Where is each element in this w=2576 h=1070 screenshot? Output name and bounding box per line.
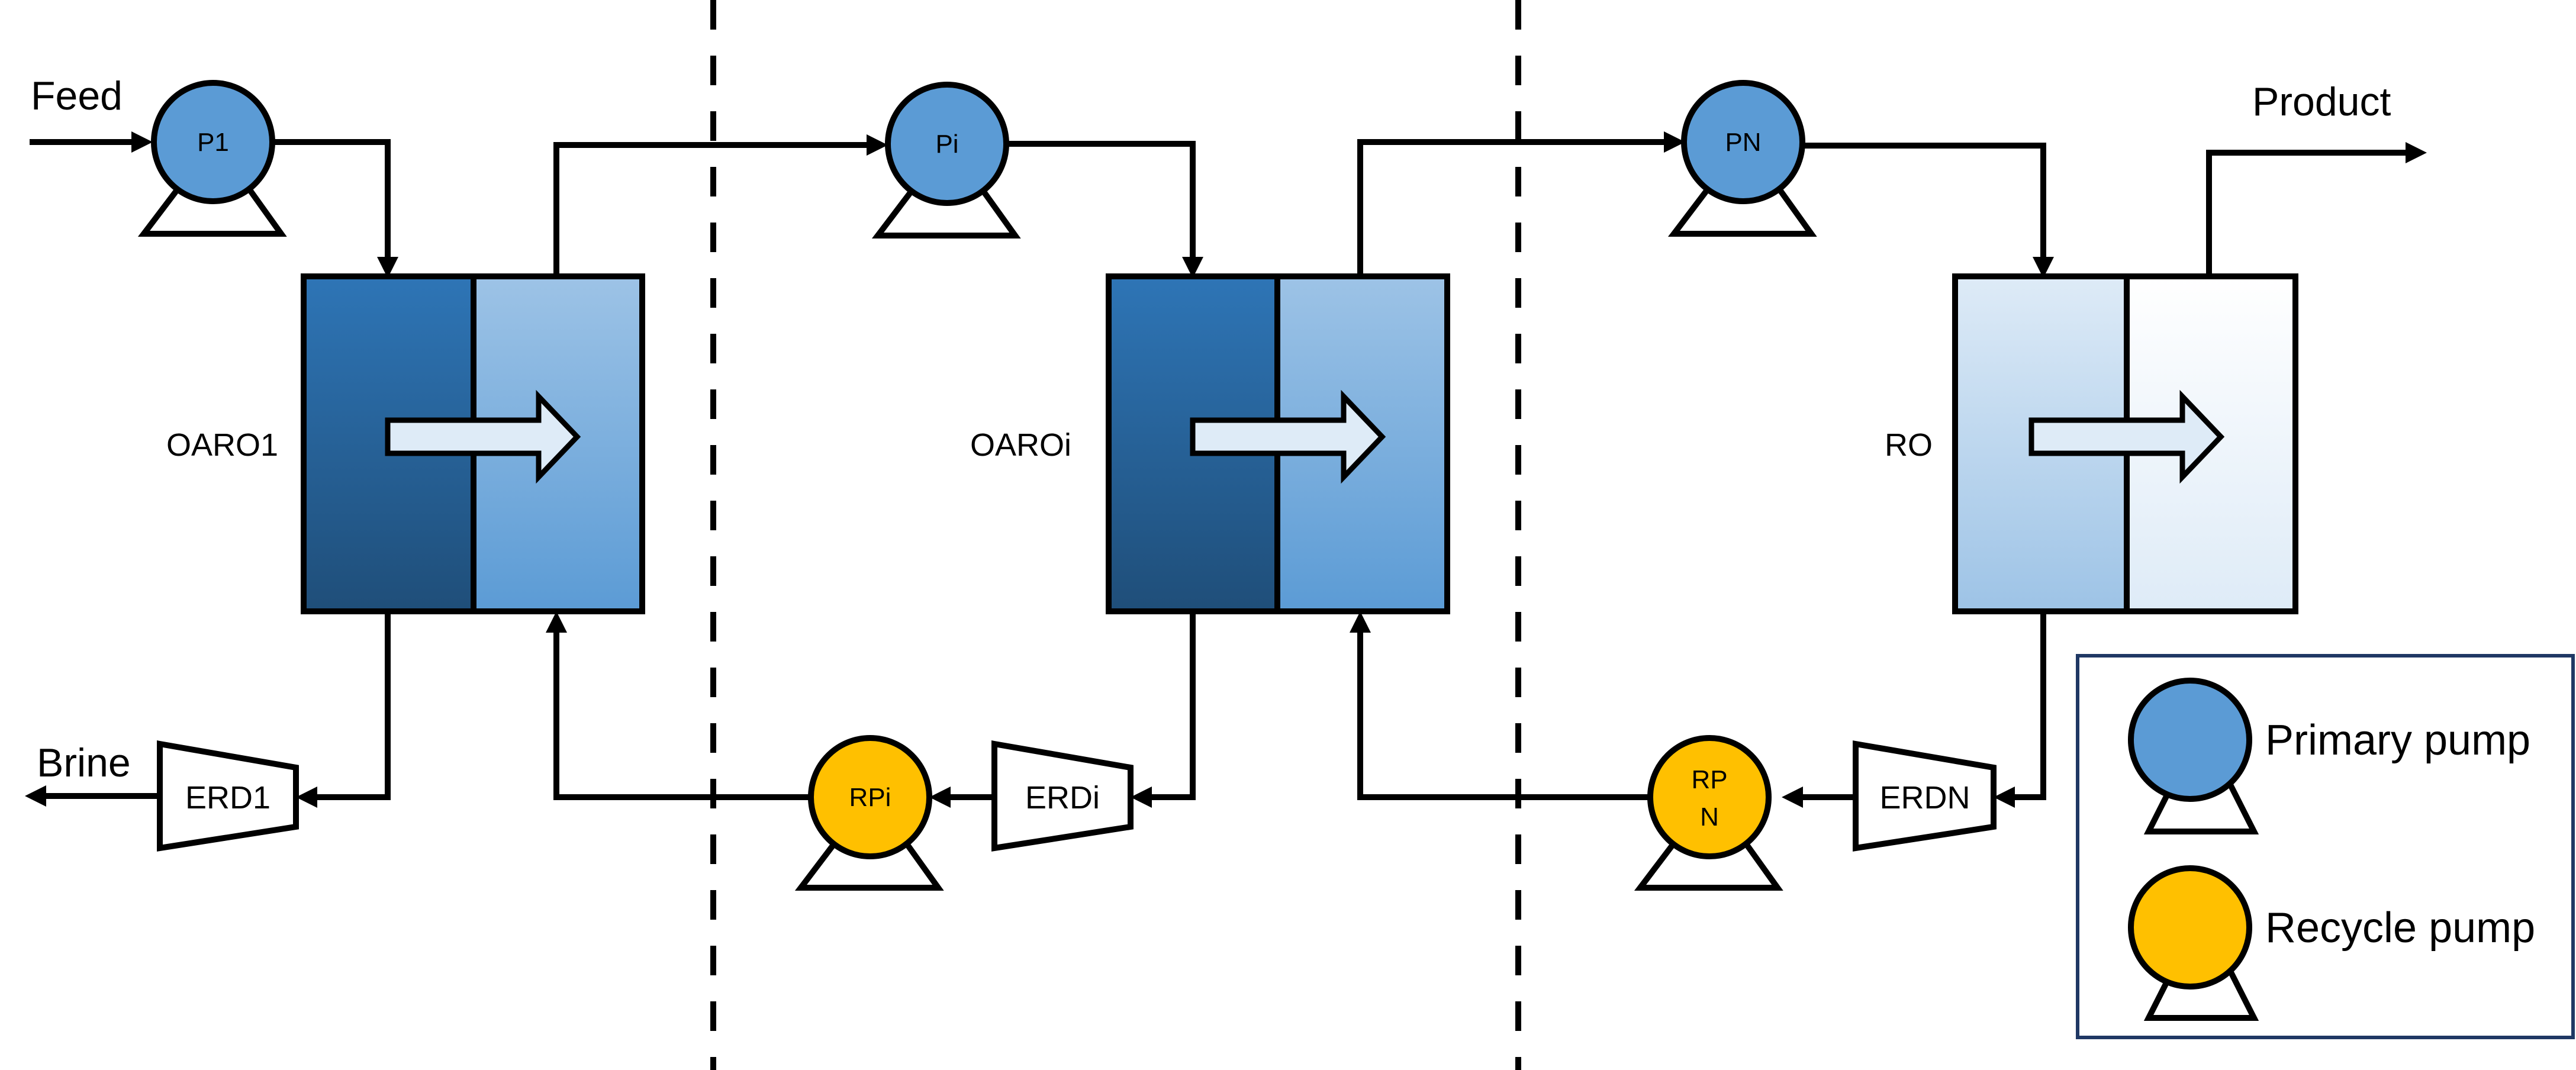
pump-icon-yellow xyxy=(2128,865,2252,990)
erd1-label: ERD1 xyxy=(185,780,271,816)
erd1: ERD1 xyxy=(157,740,299,852)
p1-to-oaro1-line xyxy=(272,139,398,278)
erdi: ERDi xyxy=(991,740,1134,852)
ro-label: RO xyxy=(1885,427,1933,463)
pump-pi: Pi xyxy=(871,82,1021,239)
pump-pn: PN xyxy=(1667,80,1817,237)
oaroi-to-pn-line xyxy=(1357,131,1685,276)
rpn-label-line2: N xyxy=(1700,802,1719,831)
brine-label: Brine xyxy=(37,740,131,785)
oaro1-unit xyxy=(301,273,645,614)
legend-recycle-label: Recycle pump xyxy=(2265,904,2535,952)
ro-to-erdn-line xyxy=(1994,611,2046,808)
feed-line xyxy=(30,131,153,153)
oaroi-to-erdi-line xyxy=(1131,611,1196,808)
pi-to-oaroi-line xyxy=(1006,141,1203,278)
rpi-to-oaro1-line xyxy=(546,611,811,800)
product-label: Product xyxy=(2252,79,2391,124)
brine-line xyxy=(25,785,160,807)
pn-to-ro-line xyxy=(1802,143,2054,278)
oaro1-to-erd1-line xyxy=(296,611,391,808)
pump-icon-blue xyxy=(1681,80,1805,204)
legend: Primary pump Recycle pump xyxy=(2076,654,2575,1039)
legend-recycle-swatch xyxy=(2128,865,2259,1021)
oaro1-label: OARO1 xyxy=(166,427,278,463)
ro-unit xyxy=(1952,273,2298,614)
pi-label: Pi xyxy=(935,130,958,159)
pn-label: PN xyxy=(1725,128,1761,157)
pump-rpn: RP N xyxy=(1634,735,1783,891)
feed-label: Feed xyxy=(31,73,123,118)
erdi-to-rpi-line xyxy=(929,787,994,808)
pump-icon-blue xyxy=(885,82,1009,206)
legend-primary-swatch xyxy=(2128,678,2259,834)
erdn-to-rpn-line xyxy=(1782,787,1856,808)
flow-arrow-icon xyxy=(2028,389,2225,484)
erdn: ERDN xyxy=(1853,740,1997,852)
pump-icon-blue xyxy=(2128,678,2252,802)
pump-icon-blue xyxy=(151,80,275,204)
rpn-to-oaroi-line xyxy=(1350,611,1650,800)
pump-icon-yellow xyxy=(808,735,932,859)
p1-label: P1 xyxy=(197,128,229,157)
oaroi-unit xyxy=(1106,273,1450,614)
flow-arrow-icon xyxy=(1190,389,1386,484)
pump-rpi: RPi xyxy=(794,735,944,891)
flow-arrow-icon xyxy=(385,389,581,484)
erdi-label: ERDi xyxy=(1025,780,1100,816)
legend-primary-label: Primary pump xyxy=(2265,717,2530,764)
erdn-label: ERDN xyxy=(1879,780,1970,816)
pump-icon-yellow xyxy=(1647,735,1772,859)
oaro1-to-pi-line xyxy=(553,134,888,276)
oaroi-label: OAROi xyxy=(970,427,1071,463)
product-line xyxy=(2206,142,2427,276)
rpn-label-line1: RP xyxy=(1691,765,1727,794)
pump-p1: P1 xyxy=(137,80,287,237)
rpi-label: RPi xyxy=(849,783,891,812)
